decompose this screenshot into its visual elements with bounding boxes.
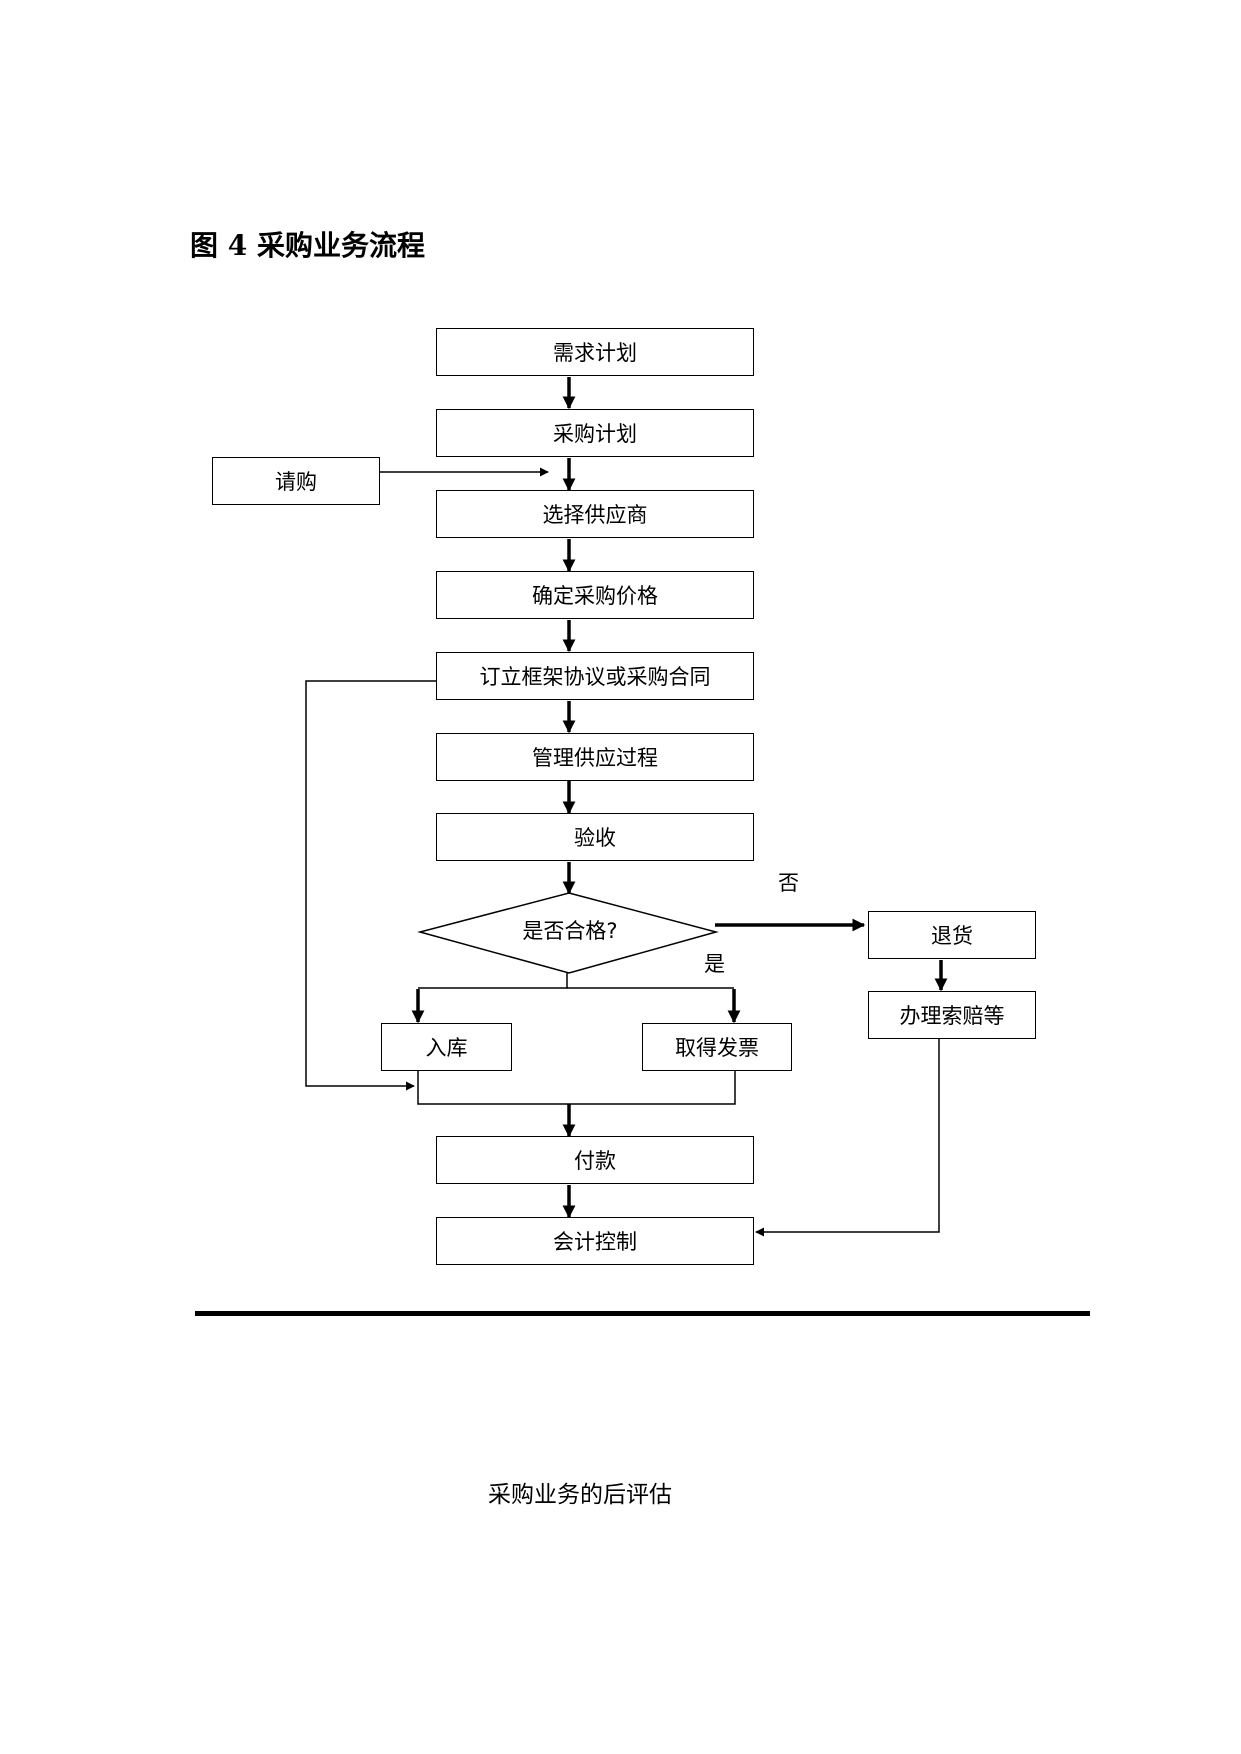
connector-claim-to-accounting [755,1038,940,1237]
connector-contract-bypass [305,680,436,1091]
step-inspection: 验收 [436,813,754,861]
connector-warehouse-merge [417,1071,736,1105]
step-warehousing: 入库 [381,1023,512,1071]
decision-diamond [417,892,719,974]
step-confirm-price: 确定采购价格 [436,571,754,619]
step-requisition: 请购 [212,457,380,505]
step-claim-compensation: 办理索赔等 [868,991,1036,1039]
step-demand-plan: 需求计划 [436,328,754,376]
branch-label-no: 否 [778,871,799,895]
connector-decision-split [418,973,568,989]
branch-label-yes: 是 [704,952,725,976]
section-divider [195,1311,1090,1316]
figure-title: 图 4 采购业务流程 [190,229,425,262]
next-section-heading: 采购业务的后评估 [488,1482,672,1508]
step-purchase-plan: 采购计划 [436,409,754,457]
step-accounting-control: 会计控制 [436,1217,754,1265]
step-sign-contract: 订立框架协议或采购合同 [436,652,754,700]
decision-qualified-label: 是否合格? [522,919,618,943]
step-return-goods: 退货 [868,911,1036,959]
step-manage-supply: 管理供应过程 [436,733,754,781]
step-obtain-invoice: 取得发票 [642,1023,792,1071]
step-select-supplier: 选择供应商 [436,490,754,538]
step-payment: 付款 [436,1136,754,1184]
